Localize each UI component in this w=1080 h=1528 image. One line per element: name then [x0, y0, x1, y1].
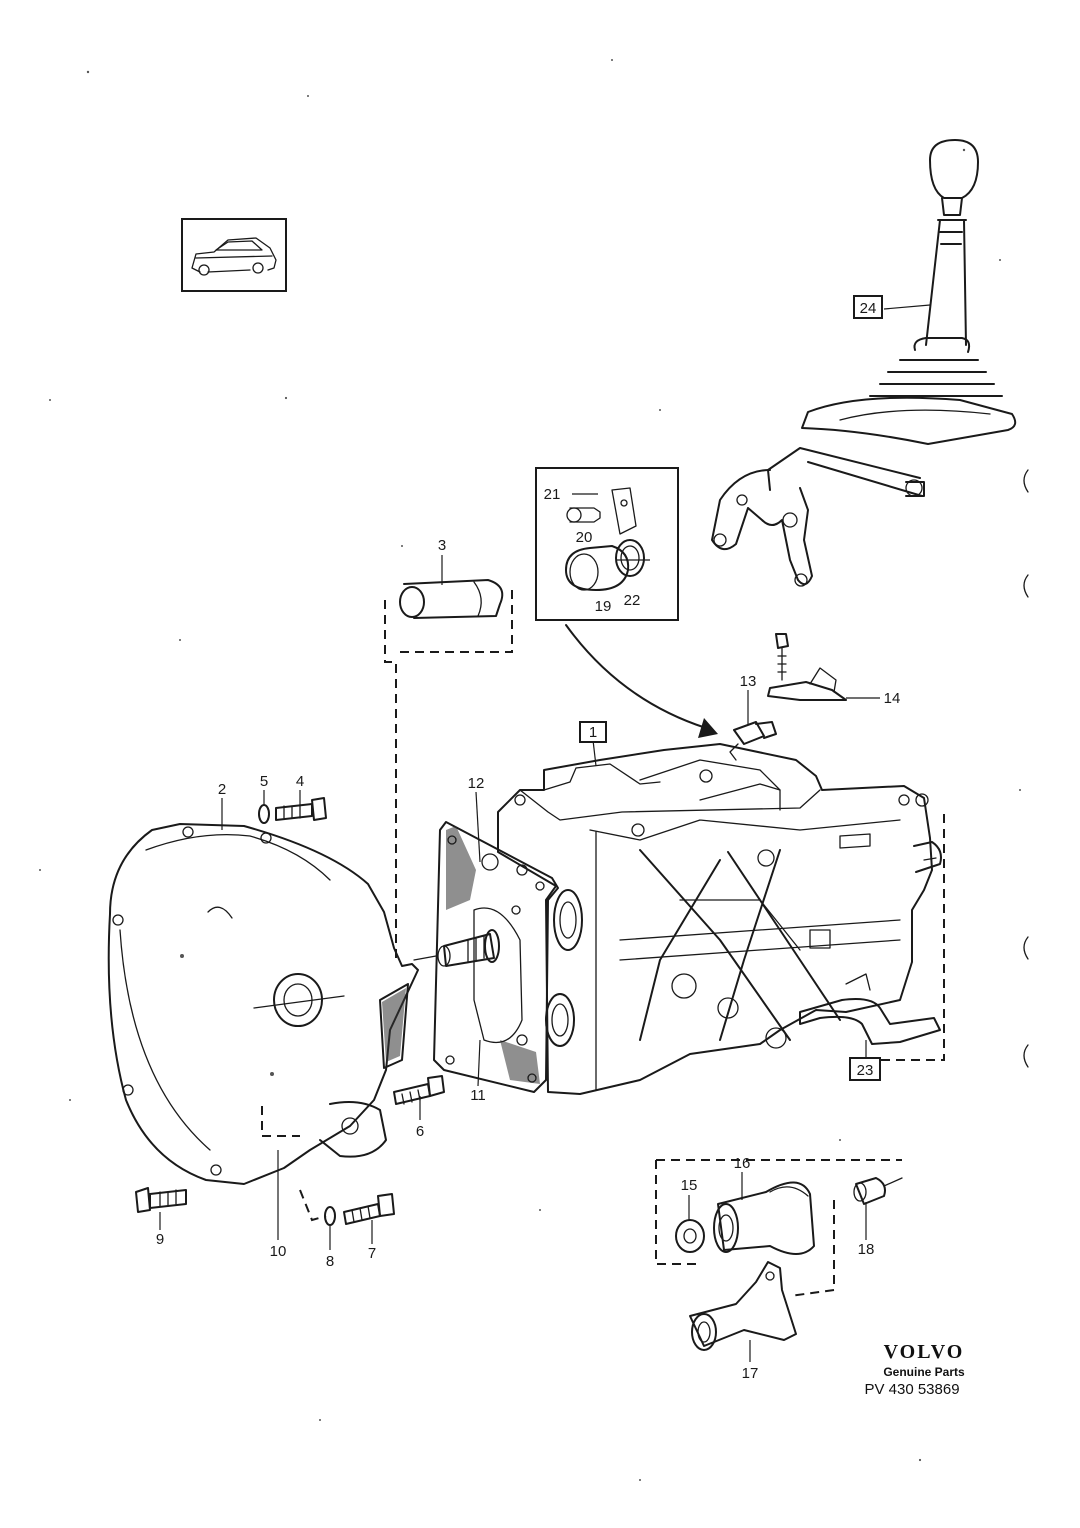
bolt-7-washer-8 [299, 1189, 395, 1226]
switch-part [729, 721, 777, 761]
callout-boxes [579, 295, 883, 1081]
brand-logo: VOLVO [884, 1341, 965, 1363]
bolt-9 [135, 1187, 187, 1213]
input-shaft [413, 929, 500, 967]
callout-box-24 [853, 295, 883, 319]
clip-part [767, 633, 847, 701]
part-label-13[interactable]: 13 [740, 673, 757, 690]
part-label-9[interactable]: 9 [156, 1231, 164, 1248]
part-label-22[interactable]: 22 [624, 592, 641, 609]
part-label-16[interactable]: 16 [734, 1155, 751, 1172]
callout-arrow [565, 624, 718, 738]
bell-housing [107, 823, 419, 1185]
vehicle-thumbnail [181, 218, 287, 292]
part-label-5[interactable]: 5 [260, 773, 268, 790]
part-label-4[interactable]: 4 [296, 773, 304, 790]
output-flange-group [655, 1159, 903, 1351]
part-label-6[interactable]: 6 [416, 1123, 424, 1140]
bolt-6 [393, 1075, 445, 1105]
callout-box-23 [849, 1057, 881, 1081]
brand-tagline: Genuine Parts [883, 1365, 965, 1379]
part-label-19[interactable]: 19 [595, 598, 612, 615]
part-label-1[interactable]: 1 [589, 724, 597, 741]
gear-lever-assembly [711, 139, 1017, 587]
part-label-11[interactable]: 11 [470, 1087, 486, 1104]
leader-lines [159, 304, 931, 1362]
brand-block: VOLVO Genuine Parts PV 430 53869 [864, 1341, 965, 1398]
part-label-8[interactable]: 8 [326, 1253, 334, 1270]
part-label-7[interactable]: 7 [368, 1245, 376, 1262]
part-label-23[interactable]: 23 [857, 1062, 874, 1079]
mounting-bracket [799, 814, 945, 1061]
part-label-17[interactable]: 17 [742, 1365, 759, 1382]
part-labels: 1 2 3 4 5 6 7 8 9 10 11 12 13 14 15 16 1… [156, 300, 901, 1382]
part-label-14[interactable]: 14 [884, 690, 901, 707]
callout-box-1 [579, 721, 607, 743]
sleeve-part [384, 579, 513, 960]
scan-specks [39, 59, 1021, 1481]
part-label-15[interactable]: 15 [681, 1177, 698, 1194]
part-label-21[interactable]: 21 [544, 486, 561, 503]
bolt-4-washer-5 [258, 797, 327, 824]
part-label-18[interactable]: 18 [858, 1241, 875, 1258]
part-label-12[interactable]: 12 [468, 775, 485, 792]
part-number-code: PV 430 53869 [864, 1381, 959, 1398]
edge-marks [1023, 469, 1029, 1068]
part-label-20[interactable]: 20 [576, 529, 593, 546]
part-label-10[interactable]: 10 [270, 1243, 287, 1260]
part-label-2[interactable]: 2 [218, 781, 226, 798]
inset-box [535, 467, 679, 621]
gearbox-housing [497, 743, 942, 1095]
part-label-3[interactable]: 3 [438, 537, 446, 554]
part-label-24[interactable]: 24 [860, 300, 877, 317]
